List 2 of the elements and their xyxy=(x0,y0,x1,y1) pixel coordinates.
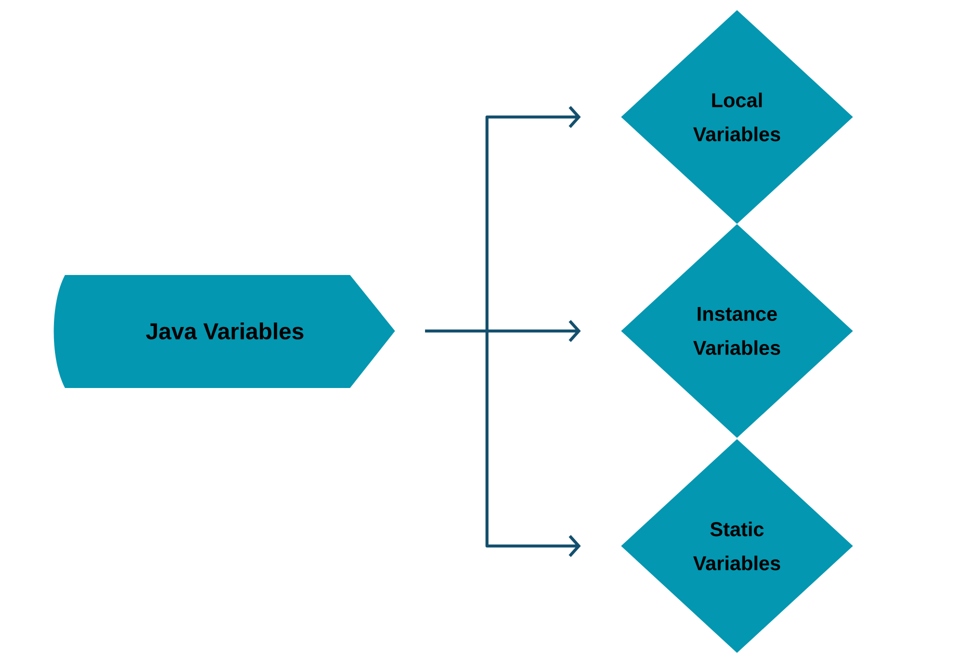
pentagon-box: Java Variables xyxy=(54,275,395,388)
arrow xyxy=(425,330,581,557)
